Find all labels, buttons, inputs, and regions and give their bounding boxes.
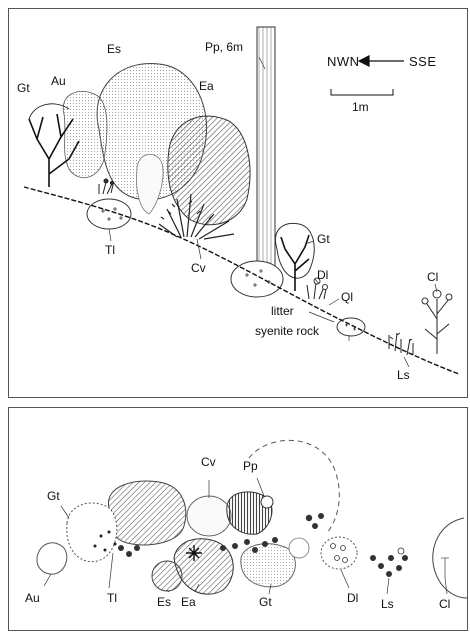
label-gt-right: Gt [317,233,330,245]
cl-mark [441,558,449,578]
syenite-boulder [231,261,283,297]
label-pp: Pp, 6m [205,41,243,53]
label-dl: Dl [317,269,328,281]
plan-label-gt-center: Gt [259,596,272,608]
scale-label: 1m [352,101,369,113]
label-au: Au [51,75,66,87]
herb-cluster-tl [99,179,114,194]
label-syenite: syenite rock [255,325,319,337]
cl-plant [422,290,452,354]
ls-herbs [389,333,413,355]
cl-plan [433,518,467,598]
label-cv: Cv [191,262,206,274]
label-cl: Cl [427,271,438,283]
tl-plant [87,199,131,229]
label-ls: Ls [397,369,410,381]
plan-label-es: Es [157,596,171,608]
dark-dots-right [306,513,324,529]
direction-left: NWN [327,55,360,68]
plan-label-gt-left: Gt [47,490,60,502]
label-tl: Tl [105,244,115,256]
plan-label-au: Au [25,592,40,604]
au-shrub [63,91,107,177]
es-small-plan [152,561,182,591]
plan-panel: Gt Au Tl Es Ea Cv Pp Gt Dl Ls Cl [8,407,468,631]
label-litter: litter [271,305,294,317]
pp-trunk-plan [261,496,273,508]
direction-right: SSE [409,55,437,68]
scale-bar [331,89,393,95]
dark-dots-left [118,545,140,557]
plan-drawing [9,408,467,630]
pp-trunk [257,27,275,275]
plan-label-cv: Cv [201,456,216,468]
ls-dots [370,555,408,577]
plan-label-pp: Pp [243,460,258,472]
cv-canopy-plan [187,496,231,536]
au-outline [37,543,67,574]
ea-canopy [168,116,250,225]
profile-panel: Gt Au Es Ea Pp, 6m NWN SSE 1m Tl Cv Gt D… [8,8,468,398]
profile-drawing [9,9,467,397]
plan-label-cl: Cl [439,598,450,610]
es-canopy-plan [108,481,185,545]
plan-label-dl: Dl [347,592,358,604]
dl-plan [321,537,357,569]
label-es: Es [107,43,121,55]
orientation-arrow [359,56,404,66]
plan-label-tl: Tl [107,592,117,604]
plan-label-ls: Ls [381,598,394,610]
small-circle [289,538,309,558]
label-ql: Ql [341,291,353,303]
gt-canopy-center [241,544,296,587]
label-gt-left: Gt [17,82,30,94]
ls-open-circle [398,548,404,554]
label-ea: Ea [199,80,214,92]
plan-label-ea: Ea [181,596,196,608]
cv-canopy-pale [137,154,164,214]
